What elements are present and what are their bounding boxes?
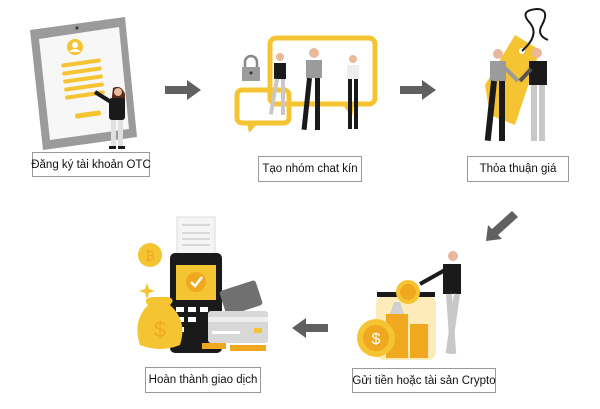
arrow-down-left-icon bbox=[485, 210, 519, 242]
svg-text:$: $ bbox=[372, 331, 381, 348]
arrow-right-icon bbox=[400, 80, 438, 100]
step-label: Thỏa thuận giá bbox=[467, 156, 569, 182]
svg-text:₿: ₿ bbox=[145, 248, 155, 263]
payment-terminal-complete-icon: ₿ $ bbox=[130, 215, 270, 355]
arrow-right-icon bbox=[165, 80, 203, 100]
coin-jar-deposit-icon: $ bbox=[350, 248, 480, 363]
step-label: Tạo nhóm chat kín bbox=[258, 156, 362, 182]
private-chat-group-icon bbox=[232, 35, 382, 150]
svg-text:$: $ bbox=[154, 317, 166, 342]
step-label: Gửi tiền hoặc tài sản Crypto bbox=[352, 368, 496, 393]
tablet-signup-form-icon bbox=[25, 12, 140, 152]
step-label: Hoàn thành giao dịch bbox=[145, 367, 261, 393]
arrow-left-icon bbox=[290, 318, 328, 338]
step-label: Đăng ký tài khoản OTC bbox=[31, 152, 151, 177]
price-tag-handshake-icon bbox=[460, 5, 570, 150]
